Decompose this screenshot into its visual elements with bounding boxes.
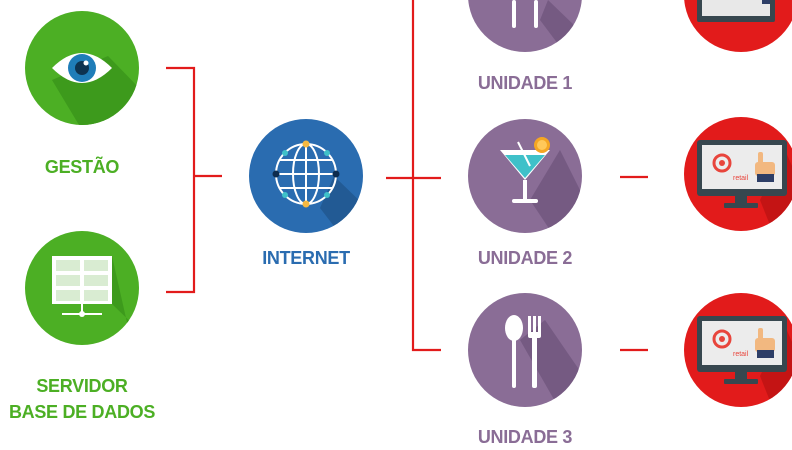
unidade1-label: UNIDADE 1 [477,73,573,93]
monitor-icon [697,0,775,22]
terminal-2-node: retail [684,117,792,231]
retail-brand-text: retail [733,351,749,358]
touch-hand-icon [755,152,775,182]
network-nodes [272,140,340,208]
monitor-icon: retail [697,316,787,384]
connector-lines [166,0,648,352]
unidade1-node [468,0,582,52]
unidade2-node [468,119,582,233]
eye-icon [52,53,112,83]
spoon-fork-icon [505,315,541,388]
servidor-node [25,231,139,345]
server-rack-icon [52,256,112,317]
gestao-node [25,11,139,125]
monitor-icon: retail [697,140,787,208]
unidade3-label: UNIDADE 3 [477,427,573,447]
cutlery-icon [512,0,538,28]
terminal-1-node [684,0,792,52]
retail-brand-text: retail [733,175,749,182]
internet-label: INTERNET [262,248,350,268]
internet-node [249,119,363,233]
touch-hand-icon [755,328,775,358]
cocktail-icon [500,137,550,203]
servidor-label-line2: BASE DE DADOS [8,402,156,422]
unidade2-label: UNIDADE 2 [477,248,573,268]
trunk-vertical [411,0,441,352]
gestao-label: GESTÃO [44,157,120,177]
bracket-left [166,66,196,294]
unidade3-node [468,293,582,407]
servidor-label-line1: SERVIDOR [36,376,128,396]
terminal-3-node: retail [684,293,792,407]
